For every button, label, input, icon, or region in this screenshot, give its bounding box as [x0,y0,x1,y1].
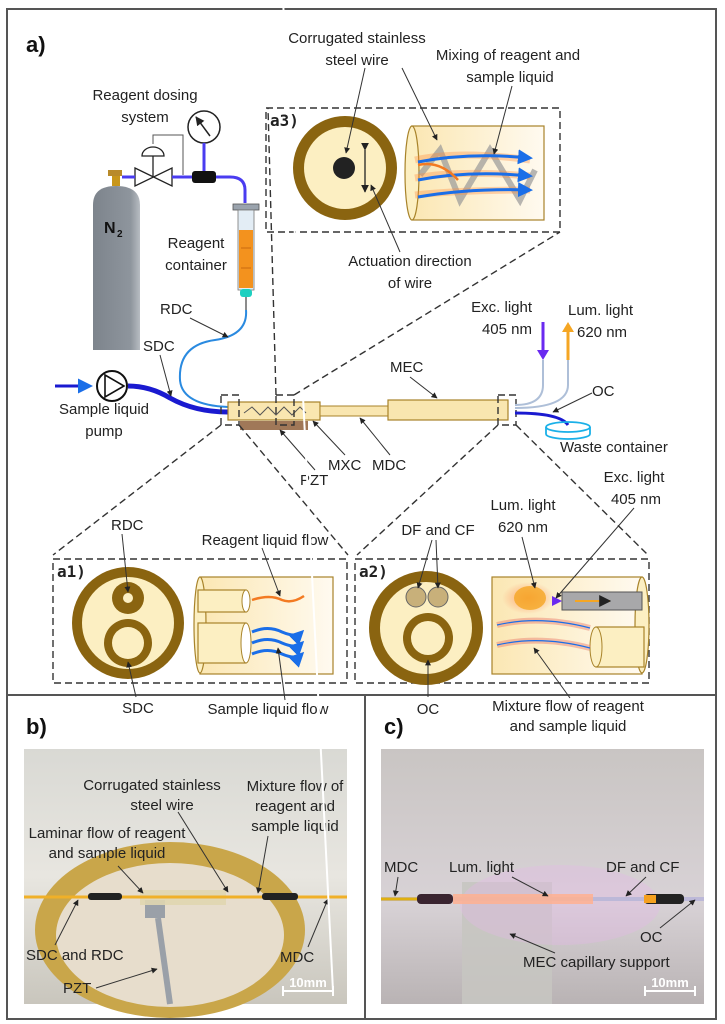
b-laminar-label-2: and sample liquid [49,845,166,862]
reagent-container-label-1: Reagent [168,235,226,252]
a1-tube [193,576,334,675]
mixing-capillary [227,401,321,430]
panel-b-label: b) [26,714,47,739]
reagent-dosing-label-2: system [121,109,169,126]
a3-tube [404,125,545,221]
oc-label: OC [592,383,615,400]
a2-exc-label-2: 405 nm [611,491,661,508]
b-mdc-label: MDC [280,949,314,966]
b-scale-label: 10mm [289,975,327,990]
a2-tube [491,576,650,675]
pzt-label: PZT [300,472,328,489]
a3-mixing-label-1: Mixing of reagent and [436,47,580,64]
mdc-capillary [319,405,389,417]
gas-line [122,175,247,203]
c-scale-label: 10mm [651,975,689,990]
mec-label: MEC [390,359,424,376]
c-oc-label: OC [640,929,663,946]
c-lum-label: Lum. light [449,859,515,876]
sample-pump-label-1: Sample liquid [59,401,149,418]
n2-subscript: 2 [117,229,123,240]
panel-c-label: c) [384,714,404,739]
a2-mixture-label-2: and sample liquid [510,718,627,735]
c-mdc-label: MDC [384,859,418,876]
reagent-container-label-2: container [165,257,227,274]
a1-sdc-label: SDC [122,700,154,717]
pressure-gauge-icon [187,110,221,175]
a3-wire-label-2: steel wire [325,52,388,69]
sample-pump-label-2: pump [85,423,123,440]
panel-b-photo [24,749,347,1018]
mec-capillary [387,399,509,421]
inset-a3 [265,107,561,233]
c-df-cf-label: DF and CF [606,859,679,876]
rdc-capillary [178,309,248,408]
a3-actuation-label-2: of wire [388,275,432,292]
a2-mixture-label-1: Mixture flow of reagent [492,698,645,715]
a3-mixing-label-2: sample liquid [466,69,554,86]
a3-actuation-label-1: Actuation direction [348,253,471,270]
a1-reagent-flow-label: Reagent liquid flow [202,532,329,549]
reagent-dosing-label-1: Reagent dosing [92,87,197,104]
b-wire-label-1: Corrugated stainless [83,777,221,794]
panel-a-label: a) [26,32,46,57]
inset-a3-label: a3) [270,111,299,130]
a2-lum-label-2: 620 nm [498,519,548,536]
panel-c-frame [364,694,717,1020]
sample-pump-icon [55,370,128,402]
reagent-syringe-icon [232,203,260,310]
a2-oc-label: OC [417,701,440,718]
sdc-capillary [127,383,229,415]
exc-light-label-2: 405 nm [482,321,532,338]
b-mixture-label-3: sample liquid [251,818,339,835]
a2-exc-label-1: Exc. light [604,469,666,486]
a2-df-cf-label: DF and CF [401,522,474,539]
a3-wire-label-1: Corrugated stainless [288,30,426,47]
b-laminar-label-1: Laminar flow of reagent [29,825,187,842]
t-junction-icon [192,171,216,183]
rdc-label: RDC [160,301,193,318]
b-mixture-label-1: Mixture flow of [247,778,345,795]
a1-sample-flow-label: Sample liquid flow [208,701,329,718]
inset-a1 [52,558,348,684]
inset-a1-label: a1) [57,562,86,581]
c-support-label: MEC capillary support [523,954,671,971]
n2-cylinder-icon [93,170,140,350]
exc-light-label-1: Exc. light [471,299,533,316]
oc-capillary [514,411,570,426]
b-mixture-label-2: reagent and [255,798,335,815]
a2-lum-label-1: Lum. light [490,497,556,514]
mdc-label: MDC [372,457,406,474]
a1-rdc-label: RDC [111,517,144,534]
panel-c-photo [381,749,704,1004]
n2-label: N [104,220,116,237]
lum-light-label-2: 620 nm [577,324,627,341]
valve-icon [134,134,184,188]
b-scale-bar [282,0,334,992]
sdc-label: SDC [143,338,175,355]
b-wire-label-2: steel wire [130,797,193,814]
mxc-label: MXC [328,457,362,474]
b-sdc-rdc-label: SDC and RDC [26,947,124,964]
lum-light-label-1: Lum. light [568,302,634,319]
b-pzt-label: PZT [63,980,91,997]
waste-label: Waste container [560,439,668,456]
inset-a2-label: a2) [359,562,388,581]
waste-container-icon [545,421,591,440]
